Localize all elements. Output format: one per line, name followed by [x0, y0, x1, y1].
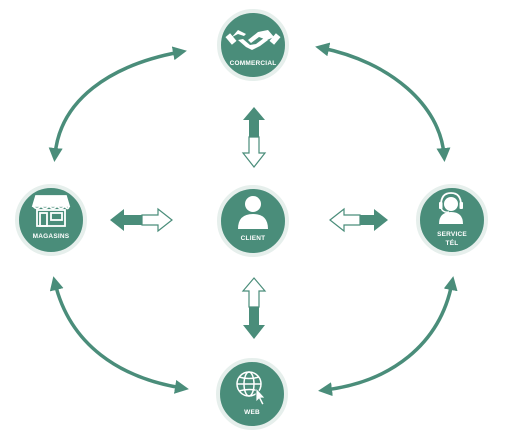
node-commercial: COMMERCIAL — [217, 9, 289, 81]
block-arrow-client-service — [329, 207, 388, 233]
curved-arrow-commercial-magasins — [48, 46, 187, 162]
node-commercial-label: COMMERCIAL — [230, 60, 277, 67]
curved-arrow-commercial-service — [315, 42, 451, 162]
node-service-tel: SERVICE TÉL — [416, 184, 488, 256]
handshake-icon — [225, 30, 281, 50]
curved-arrow-magasins-web — [49, 276, 189, 394]
block-arrow-commercial-client — [241, 107, 267, 168]
node-magasins: MAGASINS — [15, 184, 87, 256]
curved-arrow-service-web — [318, 276, 458, 397]
node-client: CLIENT — [217, 185, 289, 257]
node-service-label-line2: TÉL — [446, 238, 459, 247]
person-icon — [238, 196, 268, 229]
headset-icon — [439, 192, 463, 224]
block-arrow-client-web — [241, 277, 267, 339]
block-arrow-magasins-client — [110, 207, 173, 233]
globe-cursor-icon — [236, 371, 266, 406]
node-client-label: CLIENT — [241, 235, 266, 242]
node-service-label-line1: SERVICE — [437, 231, 467, 238]
storefront-icon — [31, 195, 71, 227]
node-web-label: WEB — [244, 409, 260, 416]
node-magasins-label: MAGASINS — [33, 233, 70, 240]
node-web: WEB — [216, 358, 288, 430]
